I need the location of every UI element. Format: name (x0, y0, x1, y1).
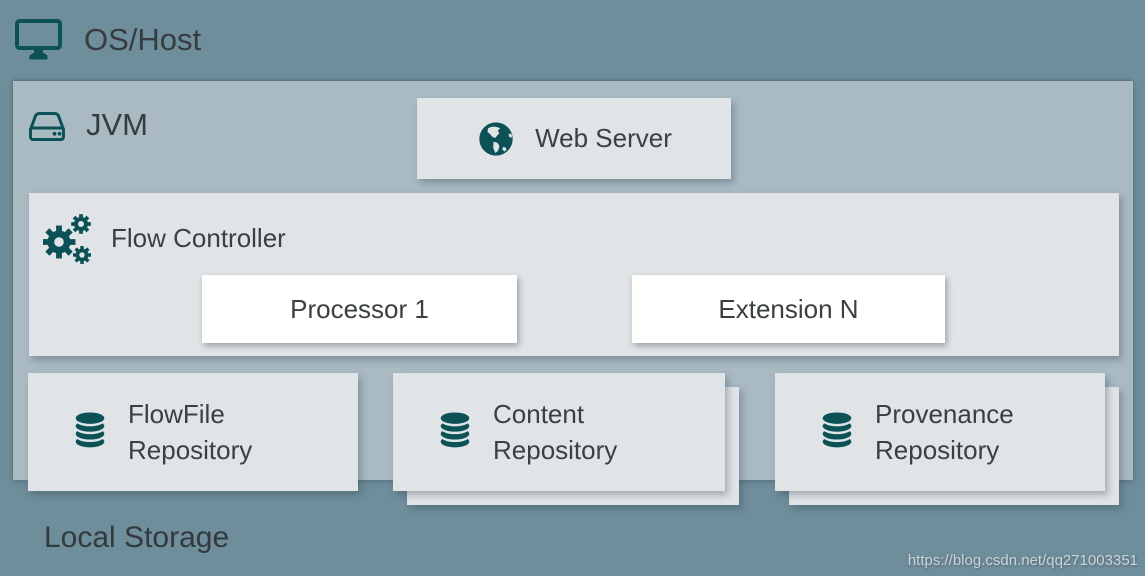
content-repository-label: Content Repository (493, 399, 618, 465)
os-host-label: OS/Host (84, 21, 202, 57)
flowfile-repository-label: FlowFile Repository (128, 399, 253, 465)
web-server-label: Web Server (535, 123, 672, 153)
database-icon (440, 412, 470, 448)
harddrive-icon (29, 111, 65, 141)
processor-box: Processor 1 (202, 275, 517, 343)
flowfile-repository-box: FlowFile Repository (28, 373, 358, 491)
jvm-label-row: JVM (28, 107, 148, 143)
monitor-icon (15, 19, 62, 60)
flow-controller-label-row: Flow Controller (43, 213, 286, 264)
flow-controller-box: Flow Controller Processor 1 Extension N (29, 193, 1119, 356)
jvm-panel: JVM Web Server (13, 81, 1133, 505)
extension-box: Extension N (632, 275, 945, 343)
processor-label: Processor 1 (290, 293, 429, 324)
flow-controller-label: Flow Controller (111, 223, 286, 253)
web-server-box: Web Server (417, 98, 731, 179)
gears-icon (43, 214, 91, 264)
provenance-repository-box: Provenance Repository (775, 373, 1105, 491)
database-icon (822, 412, 852, 448)
globe-icon (479, 121, 513, 156)
local-storage-label: Local Storage (44, 521, 230, 554)
database-icon (75, 412, 105, 448)
extension-label: Extension N (718, 293, 859, 324)
os-host-label-row: OS/Host (15, 19, 201, 60)
content-repository-box: Content Repository (393, 373, 725, 491)
provenance-repository-label: Provenance Repository (875, 399, 1014, 465)
jvm-label: JVM (86, 107, 148, 142)
watermark-url: https://blog.csdn.net/qq271003351 (907, 552, 1138, 569)
